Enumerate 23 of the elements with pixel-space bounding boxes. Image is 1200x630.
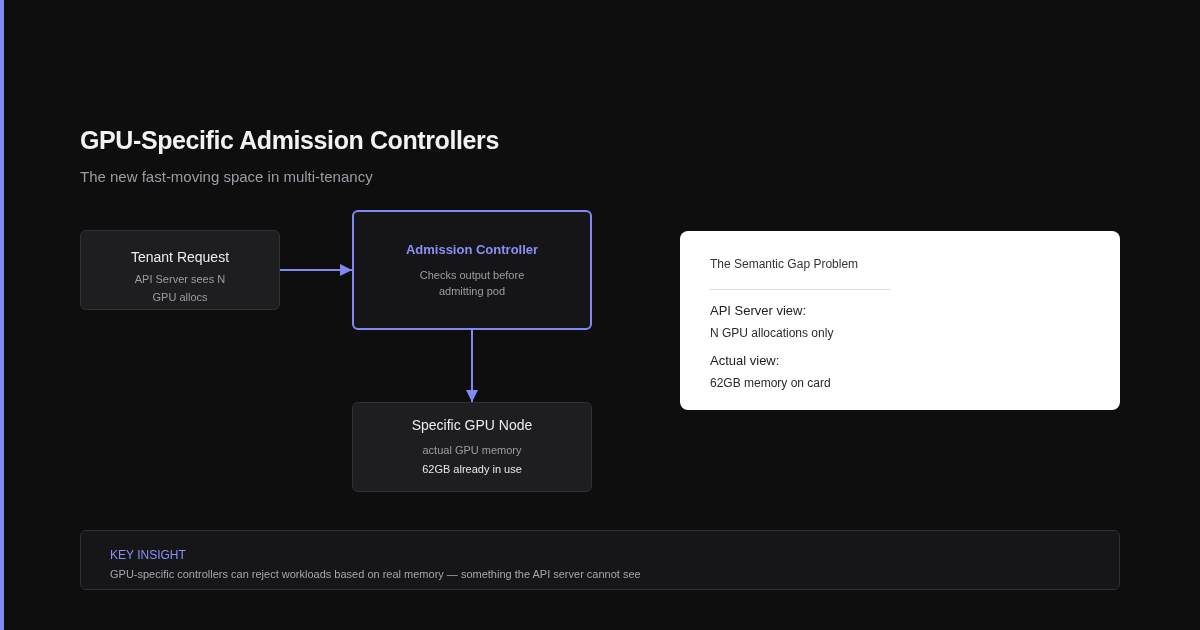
info-card [680, 231, 1120, 410]
process-box [80, 230, 280, 310]
node-title: Specific GPU Node [411, 416, 533, 434]
node-description: Checks output before admitting pod [418, 267, 526, 299]
view-value: 62GB memory on card [710, 376, 831, 390]
view-heading: API Server view: [710, 303, 807, 319]
node-title: Admission Controller [405, 241, 539, 258]
arrow [466, 329, 478, 403]
node-detail: 62GB already in use [422, 462, 522, 477]
card-title: The Semantic Gap Problem [710, 257, 859, 271]
diagram-title: GPU-Specific Admission Controllers [80, 125, 499, 156]
view-value: N GPU allocations only [710, 326, 834, 340]
view-heading: Actual view: [710, 353, 780, 369]
controller-box [352, 210, 592, 330]
insight-panel [80, 530, 1120, 590]
subtitle: The new fast-moving space in multi-tenancy [80, 168, 373, 186]
node-description: actual GPU memory [422, 443, 522, 458]
insight-heading: KEY INSIGHT [110, 548, 186, 562]
insight-text: GPU-specific controllers can reject workloads based on real memory — something the API server cannot see [110, 567, 641, 581]
arrow [279, 264, 353, 276]
node-description: API Server sees N GPU allocs [133, 272, 227, 305]
node-title: Tenant Request [130, 248, 230, 266]
process-box [352, 402, 592, 492]
